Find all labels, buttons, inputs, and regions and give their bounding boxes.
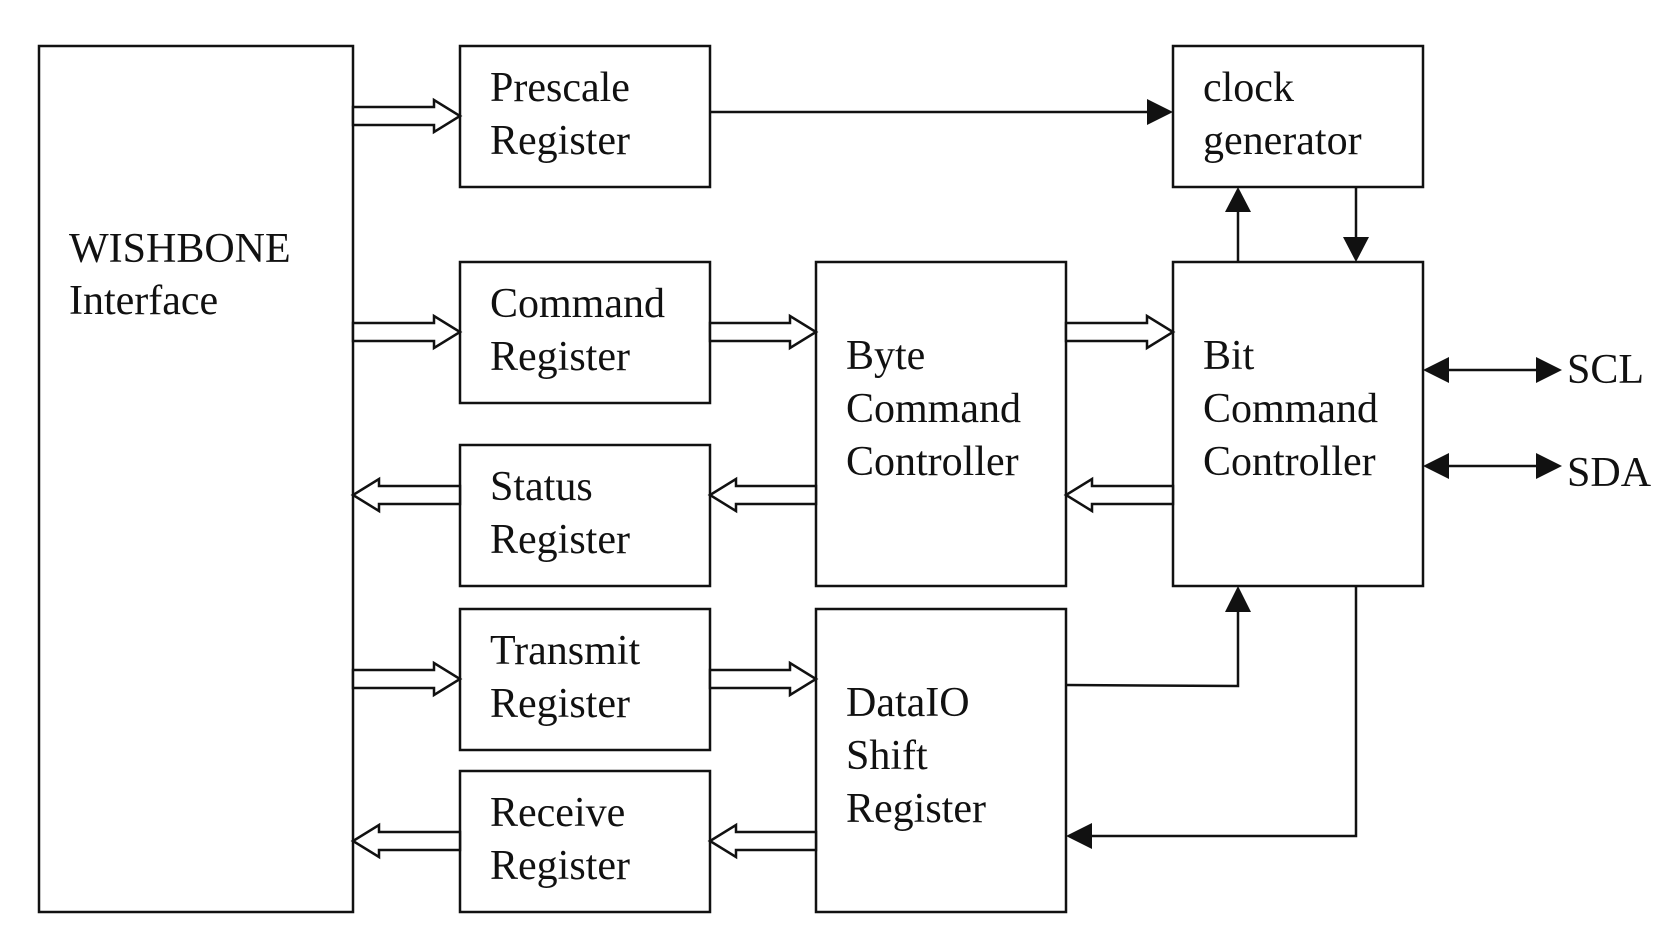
byte-ctrl-label-line2: Command xyxy=(846,386,1021,432)
bus-arrow-receive-to-wishbone xyxy=(350,822,462,860)
bit-ctrl-label-line1: Bit xyxy=(1203,333,1255,379)
dataio-shift-register-block: DataIO Shift Register xyxy=(814,607,1068,914)
command-label-line2: Register xyxy=(490,334,630,380)
byte-ctrl-label-line1: Byte xyxy=(846,333,925,379)
bit-ctrl-label-line3: Controller xyxy=(1203,439,1376,485)
transmit-label-line1: Transmit xyxy=(490,628,640,674)
arrow-bit-ctrl-to-dataio xyxy=(1066,586,1358,849)
arrow-bit-ctrl-to-clock-gen xyxy=(1225,187,1251,262)
bus-arrow-byte-ctrl-to-status xyxy=(707,476,818,514)
clock-generator-block: clock generator xyxy=(1171,44,1425,189)
receive-register-block: Receive Register xyxy=(458,769,712,914)
wishbone-label-line1: WISHBONE xyxy=(69,226,291,272)
arrow-scl-bidirectional xyxy=(1423,357,1562,383)
bus-arrow-dataio-to-receive xyxy=(707,822,818,860)
command-label-line1: Command xyxy=(490,281,665,327)
prescale-register-block: Prescale Register xyxy=(458,44,712,189)
receive-label-line1: Receive xyxy=(490,790,625,836)
receive-label-line2: Register xyxy=(490,843,630,889)
arrow-sda-bidirectional xyxy=(1423,453,1562,479)
arrow-dataio-to-bit-ctrl xyxy=(1065,586,1251,688)
bus-arrow-byte-ctrl-to-bit-ctrl xyxy=(1064,313,1176,351)
wishbone-label-line2: Interface xyxy=(69,278,218,324)
bus-arrow-command-to-byte-ctrl xyxy=(708,313,819,351)
clock-gen-label-line1: clock xyxy=(1203,65,1294,111)
prescale-label-line1: Prescale xyxy=(490,65,630,111)
scl-label: SCL xyxy=(1567,347,1644,393)
bus-arrow-wishbone-to-prescale xyxy=(351,97,463,135)
dataio-label-line3: Register xyxy=(846,786,986,832)
status-label-line1: Status xyxy=(490,464,593,510)
command-register-block: Command Register xyxy=(458,260,712,405)
bus-arrow-wishbone-to-command xyxy=(351,313,463,351)
status-register-block: Status Register xyxy=(458,443,712,588)
arrow-clock-gen-to-bit-ctrl xyxy=(1343,187,1369,262)
dataio-label-line1: DataIO xyxy=(846,680,970,726)
wishbone-interface-block: WISHBONE Interface xyxy=(37,44,355,914)
bus-arrow-status-to-wishbone xyxy=(350,476,462,514)
bit-command-controller-block: Bit Command Controller xyxy=(1171,260,1425,588)
sda-label: SDA xyxy=(1567,450,1652,496)
clock-gen-label-line2: generator xyxy=(1203,118,1362,164)
byte-ctrl-label-line3: Controller xyxy=(846,439,1019,485)
prescale-label-line2: Register xyxy=(490,118,630,164)
bus-arrow-transmit-to-dataio xyxy=(708,660,819,698)
transmit-label-line2: Register xyxy=(490,681,630,727)
transmit-register-block: Transmit Register xyxy=(458,607,712,752)
bus-arrow-bit-ctrl-to-byte-ctrl xyxy=(1063,476,1175,514)
byte-command-controller-block: Byte Command Controller xyxy=(814,260,1068,588)
dataio-label-line2: Shift xyxy=(846,733,928,779)
bus-arrow-wishbone-to-transmit xyxy=(351,660,463,698)
status-label-line2: Register xyxy=(490,517,630,563)
arrow-prescale-to-clock-gen xyxy=(710,99,1173,125)
bit-ctrl-label-line2: Command xyxy=(1203,386,1378,432)
